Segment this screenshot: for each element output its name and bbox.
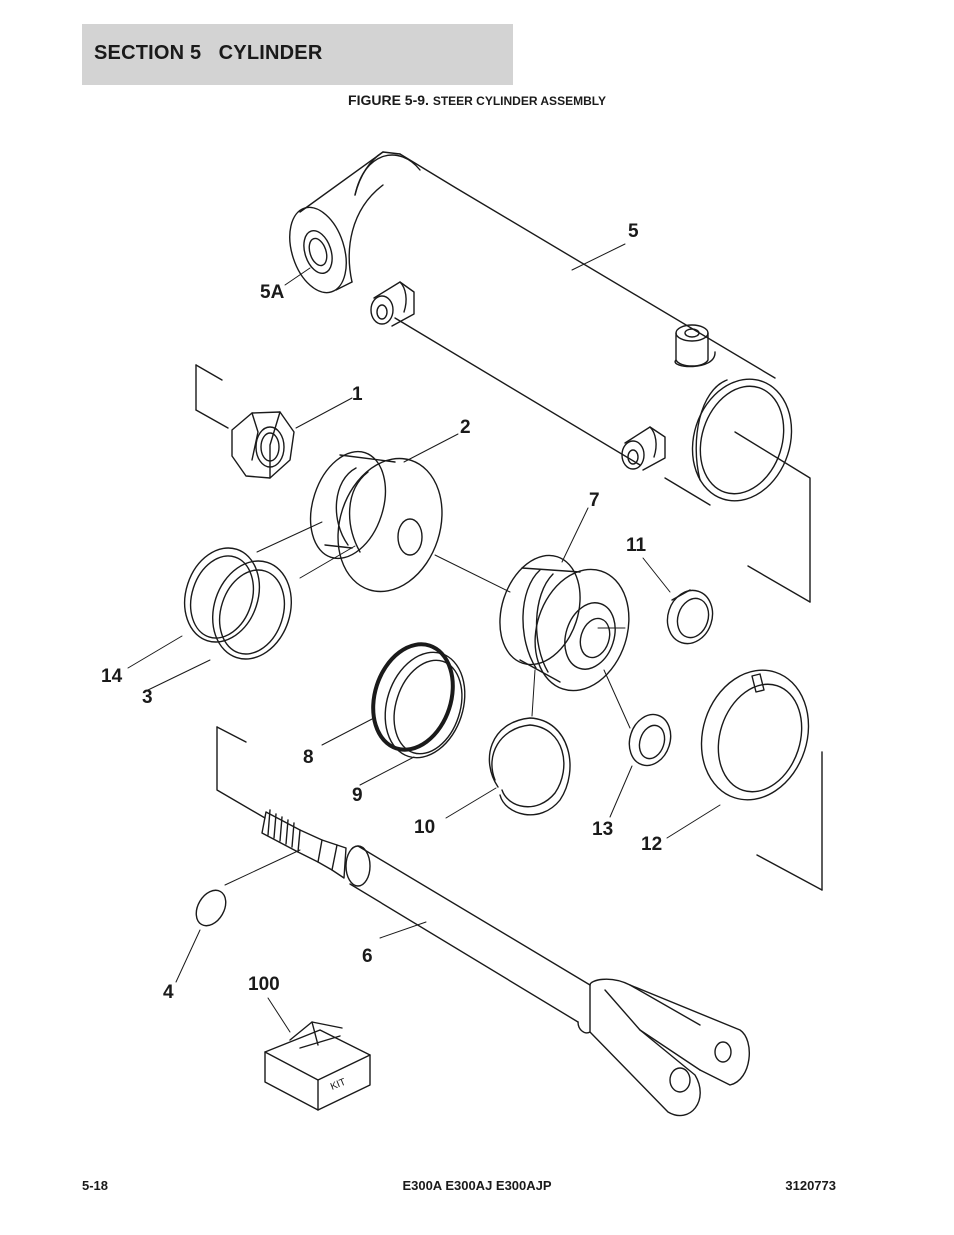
callout-7: 7 (589, 490, 600, 511)
o-ring (195, 889, 227, 927)
washer (628, 713, 672, 767)
lock-ring (700, 669, 810, 801)
callout-1: 1 (352, 384, 363, 405)
callout-12: 12 (641, 834, 662, 855)
callout-13: 13 (592, 819, 613, 840)
piston-seal (371, 642, 455, 752)
seal-kit-box (264, 1021, 371, 1111)
section-title: SECTION 5 CYLINDER (94, 42, 323, 64)
callout-100: 100 (248, 974, 280, 995)
figure-caption: FIGURE 5-9. STEER CYLINDER ASSEMBLY (0, 92, 954, 108)
kit-label: KIT (329, 1077, 348, 1093)
nut (231, 411, 295, 479)
cylinder-head (309, 450, 443, 593)
cylinder-barrel (289, 151, 793, 506)
bushing (666, 589, 714, 645)
page-number: 5-18 (82, 1178, 109, 1193)
snap-ring (488, 717, 571, 816)
callout-11: 11 (626, 535, 647, 556)
piston (499, 554, 630, 692)
callout-10: 10 (414, 817, 435, 838)
callout-2: 2 (460, 417, 471, 438)
callout-9: 9 (352, 785, 363, 806)
figure-title: STEER CYLINDER ASSEMBLY (432, 94, 606, 108)
wear-ring (384, 651, 466, 759)
callout-4: 4 (163, 982, 174, 1003)
callout-14: 14 (101, 666, 123, 687)
callout-6: 6 (362, 946, 373, 967)
callout-8: 8 (303, 747, 314, 768)
callout-3: 3 (142, 687, 153, 708)
model-numbers: E300A E300AJ E300AJP (402, 1178, 552, 1193)
callout-5a: 5A (260, 282, 285, 303)
callout-5: 5 (628, 221, 639, 242)
section-header-bar: SECTION 5 CYLINDER (82, 24, 513, 85)
figure-label: FIGURE 5-9. (348, 92, 429, 108)
document-number: 3120773 (785, 1178, 836, 1193)
wiper-seal (183, 547, 261, 643)
rod-seal (211, 560, 293, 660)
piston-rod (261, 809, 750, 1117)
